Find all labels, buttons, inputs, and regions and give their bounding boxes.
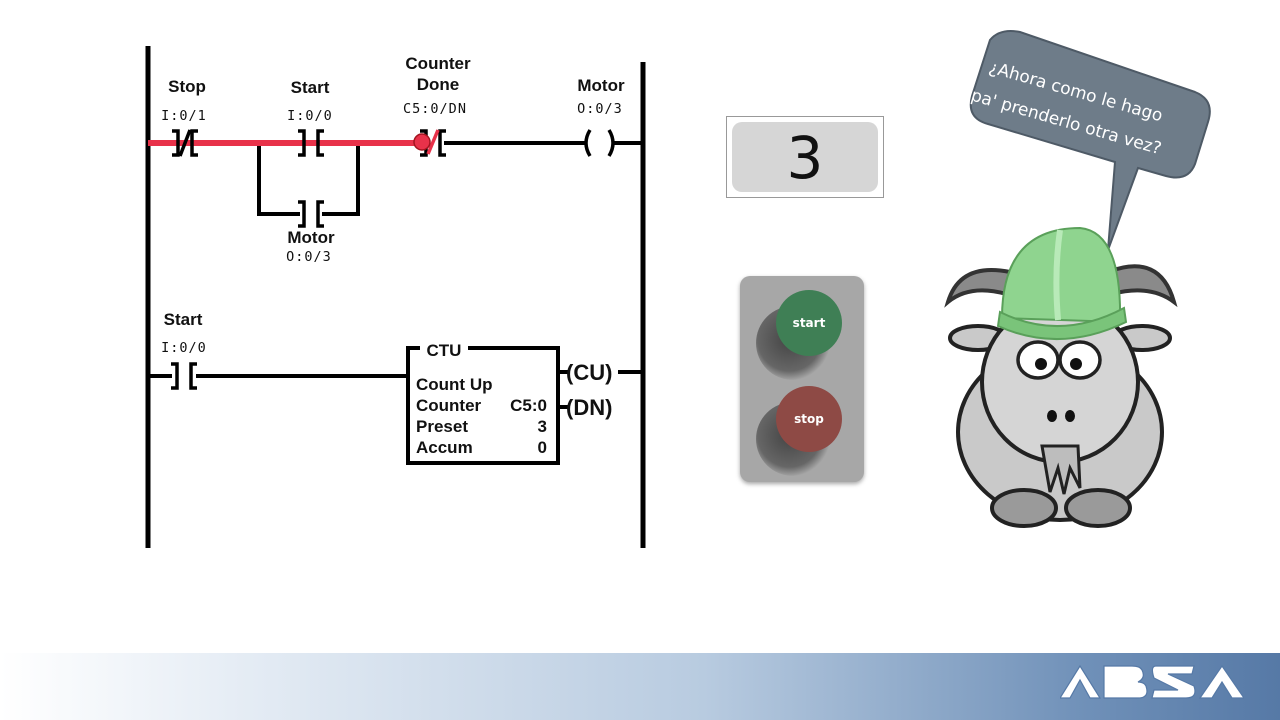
right-hoof-icon — [1064, 488, 1132, 528]
counter-done-label-1: Counter — [405, 54, 471, 73]
dn-coil: (DN) — [566, 395, 612, 420]
motor-seal-contact — [298, 200, 324, 228]
speech-bubble: ¿Ahora como le hago pa' prenderlo otra v… — [969, 30, 1211, 251]
start-label: Start — [291, 78, 330, 97]
stop-button[interactable]: stop — [776, 386, 842, 452]
ctu-counter-label: Counter — [416, 396, 482, 415]
branch-motor-label: Motor — [287, 228, 335, 247]
hard-hat-icon — [996, 226, 1128, 340]
stop-label: Stop — [168, 77, 206, 96]
motor-coil — [584, 129, 615, 157]
ctu-block — [406, 346, 560, 465]
motor-address: O:0/3 — [577, 101, 623, 117]
start-button[interactable]: start — [776, 290, 842, 356]
rung2-start-address: I:0/0 — [161, 340, 207, 356]
ctu-accum-value: 0 — [538, 438, 547, 457]
absa-logo — [1060, 664, 1244, 699]
stop-address: I:0/1 — [161, 108, 207, 124]
goat-illustration: ¿Ahora como le hago pa' prenderlo otra v… — [944, 30, 1211, 528]
branch-motor-address: O:0/3 — [286, 249, 332, 265]
right-horn-icon — [1105, 264, 1178, 308]
start-address: I:0/0 — [287, 108, 333, 124]
counter-done-label-2: Done — [417, 75, 460, 94]
power-flow-dot — [413, 133, 431, 151]
ladder-diagram: Stop I:0/1 Start I:0/0 Counter Done C5:0… — [145, 46, 646, 548]
ctu-preset-label: Preset — [416, 417, 468, 436]
right-pupil — [1070, 358, 1082, 370]
stop-contact — [172, 129, 198, 157]
left-nostril — [1047, 410, 1057, 422]
rung2-start-label: Start — [164, 310, 203, 329]
motor-label: Motor — [577, 76, 625, 95]
ctu-counter-value: C5:0 — [510, 396, 547, 415]
ctu-title-bg — [420, 340, 468, 356]
counter-display: 3 — [726, 116, 884, 198]
left-hoof-icon — [990, 488, 1058, 528]
rung2-start-contact — [171, 362, 197, 390]
right-nostril — [1065, 410, 1075, 422]
ctu-preset-value: 3 — [538, 417, 547, 436]
cu-coil: (CU) — [566, 360, 612, 385]
counter-done-slash — [426, 129, 440, 155]
left-horn-icon — [944, 268, 1013, 308]
ctu-type: Count Up — [416, 375, 492, 394]
ctu-title: CTU — [427, 341, 462, 360]
start-contact — [298, 129, 324, 157]
ctu-accum-label: Accum — [416, 438, 473, 457]
counter-done-address: C5:0/DN — [403, 101, 467, 117]
counter-display-value: 3 — [732, 122, 878, 192]
beard-icon — [1040, 444, 1082, 495]
rung1-wiring — [257, 141, 643, 216]
left-pupil — [1035, 358, 1047, 370]
push-button-panel: start stop — [740, 276, 864, 482]
